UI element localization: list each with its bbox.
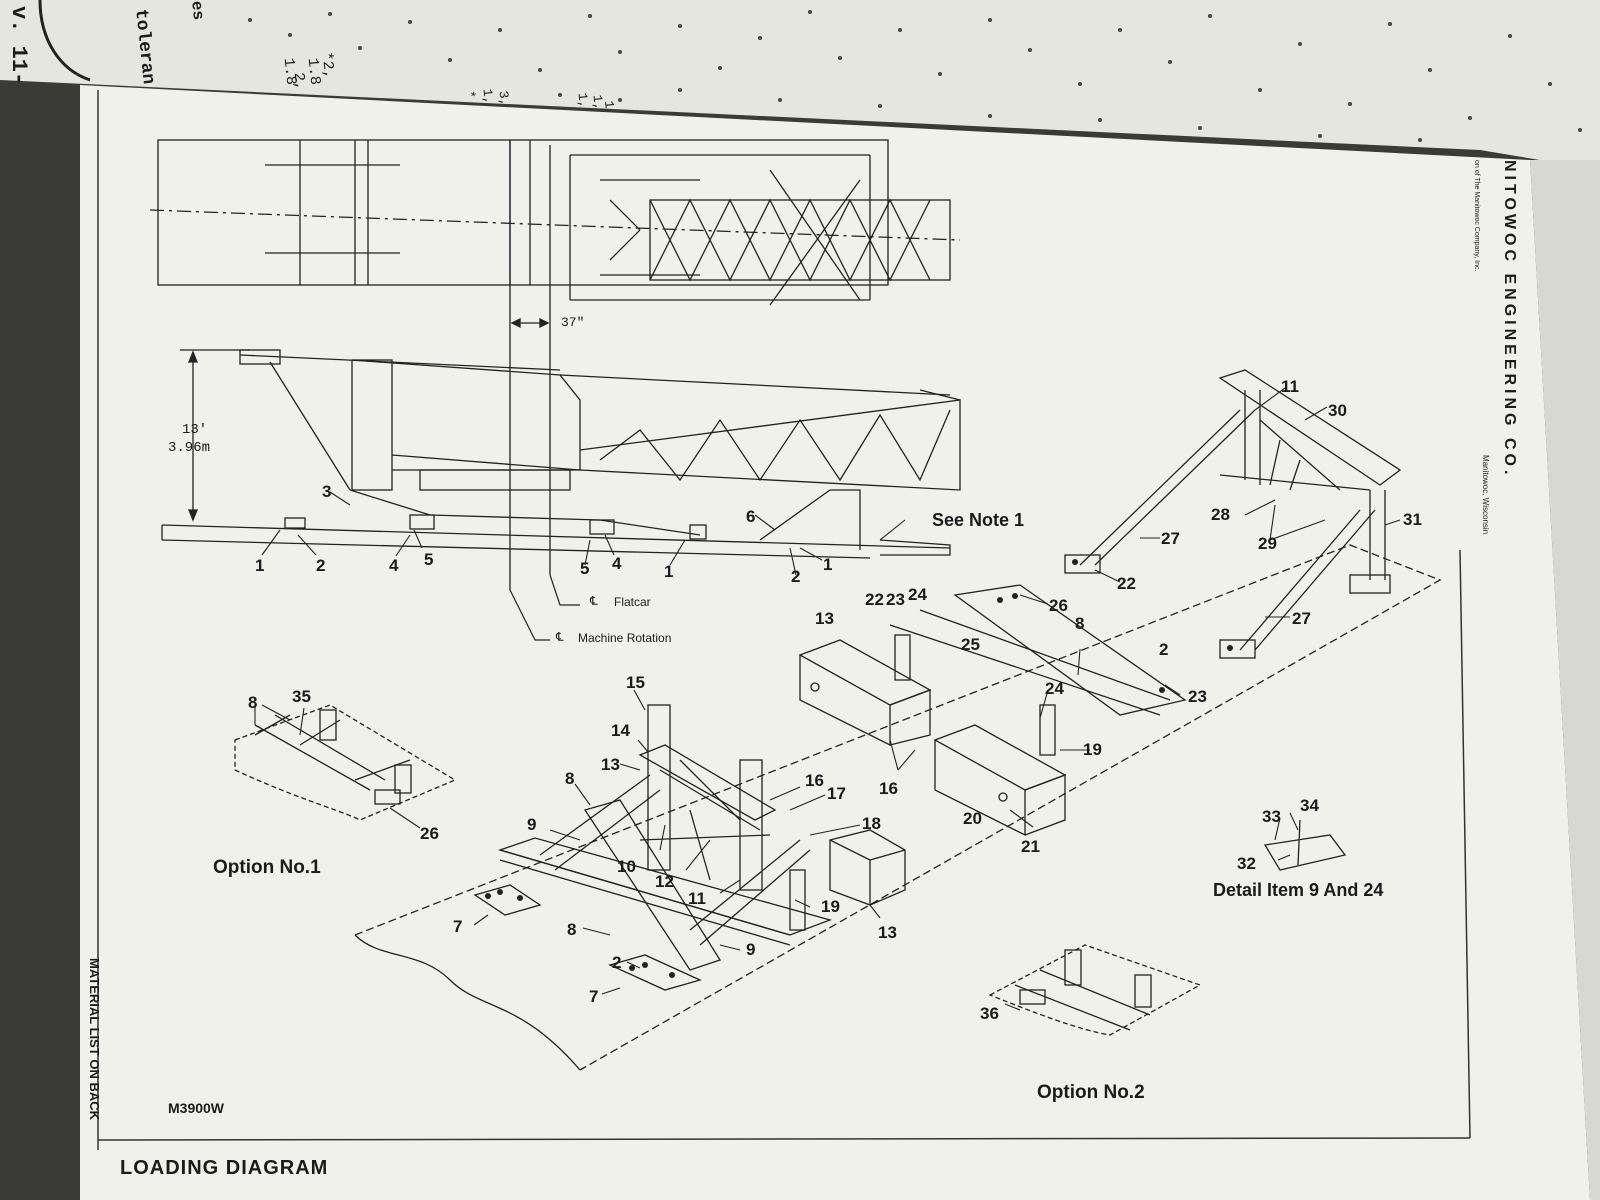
callout-22: 22 (865, 590, 884, 609)
company-name: NITOWOC ENGINEERING CO. (1501, 160, 1518, 479)
prev-page-line: 1 (601, 99, 617, 110)
prev-page-line: 1, (479, 87, 497, 106)
prev-page-line: *2, (317, 51, 338, 80)
callout-3: 3 (322, 482, 332, 501)
centerline-symbol: ℄ (590, 594, 598, 608)
callout-23: 23 (886, 590, 905, 609)
callout-18: 18 (862, 814, 881, 833)
callout-27: 27 (1161, 529, 1180, 548)
option-2-label: Option No.2 (1037, 1082, 1145, 1103)
callout-1: 1 (664, 562, 674, 581)
callout-15: 15 (626, 673, 645, 692)
callout-8: 8 (565, 769, 575, 788)
callout-1: 1 (823, 555, 833, 574)
top-view (149, 139, 961, 590)
callout-12: 12 (655, 872, 674, 891)
side-view (161, 349, 961, 559)
company-location: Manitowoc, Wisconsin (1481, 455, 1490, 535)
callout-4: 4 (389, 556, 399, 575)
callout-29: 29 (1258, 534, 1277, 553)
callout-11: 11 (688, 889, 706, 908)
callout-16: 16 (879, 779, 898, 798)
callout-23: 23 (1188, 687, 1207, 706)
prev-page-rev: v. 11- (6, 6, 31, 86)
callout-2: 2 (791, 567, 801, 586)
callout-2: 2 (612, 953, 622, 972)
prev-page-heading: es (187, 0, 208, 21)
prev-page-line: 2, (289, 71, 309, 92)
callout-35: 35 (292, 687, 311, 706)
callout-13-prime: 13 (878, 923, 897, 942)
callout-24: 24 (1045, 679, 1064, 698)
callout-4: 4 (612, 554, 622, 573)
callout-19: 19 (821, 897, 840, 916)
prev-page-line: 1, (574, 91, 592, 110)
callout-1: 1 (255, 556, 265, 575)
callout-10: 10 (617, 857, 636, 876)
isometric-view (234, 369, 1442, 1071)
callout-32: 32 (1237, 854, 1256, 873)
callout-20: 20 (963, 809, 982, 828)
callout-33: 33 (1262, 807, 1281, 826)
callout-27: 27 (1292, 609, 1311, 628)
callout-7: 7 (453, 917, 463, 936)
callout-31: 31 (1403, 510, 1422, 529)
option-1-label: Option No.1 (213, 857, 321, 878)
callout-2: 2 (316, 556, 326, 575)
callout-17: 17 (827, 784, 846, 803)
callout-25: 25 (961, 635, 980, 654)
callout-13: 13 (601, 755, 620, 774)
see-note-label: See Note 1 (932, 510, 1025, 530)
callout-21: 21 (1021, 837, 1040, 856)
callout-28: 28 (1211, 505, 1230, 524)
callout-6: 6 (746, 507, 756, 526)
prev-page-line: 3, (495, 89, 513, 108)
callout-26: 26 (1049, 596, 1068, 615)
document-title: LOADING DIAGRAM (120, 1157, 329, 1179)
material-list-note: MATERIAL LIST ON BACK (87, 958, 102, 1121)
callout-24: 24 (908, 585, 927, 604)
callout-2: 2 (1159, 640, 1169, 659)
callout-19: 19 (1083, 740, 1102, 759)
callout-7: 7 (589, 987, 599, 1006)
callout-8: 8 (1075, 614, 1085, 633)
callout-36: 36 (980, 1004, 999, 1023)
callout-16: 16 (805, 771, 824, 790)
callout-14: 14 (611, 721, 630, 740)
callout-9: 9 (746, 940, 756, 959)
dimension-height-m: 3.96m (168, 440, 211, 456)
callout-5: 5 (580, 559, 590, 578)
model-number: M3900W (168, 1100, 225, 1116)
centerline-symbol: ℄ (556, 630, 564, 644)
dimension-width: 37" (561, 315, 585, 330)
detail-label: Detail Item 9 And 24 (1213, 880, 1384, 900)
dimension-height-ft: 13' (182, 422, 208, 438)
centerline-rotation-label: Machine Rotation (578, 631, 672, 645)
callout-8: 8 (567, 920, 577, 939)
callout-26: 26 (420, 824, 439, 843)
dot-pattern (248, 10, 1582, 142)
callout-8: 8 (248, 693, 258, 712)
callout-9: 9 (527, 815, 537, 834)
callout-30: 30 (1328, 401, 1347, 420)
callout-34: 34 (1300, 796, 1319, 815)
centerline-flatcar-label: Flatcar (614, 595, 651, 609)
callout-22: 22 (1117, 574, 1136, 593)
callout-13: 13 (815, 609, 834, 628)
callout-11: 11 (1281, 377, 1299, 396)
callout-5: 5 (424, 550, 434, 569)
prev-page-line: * (462, 89, 478, 100)
company-division: on of The Manitowoc Company, Inc. (1473, 160, 1480, 272)
